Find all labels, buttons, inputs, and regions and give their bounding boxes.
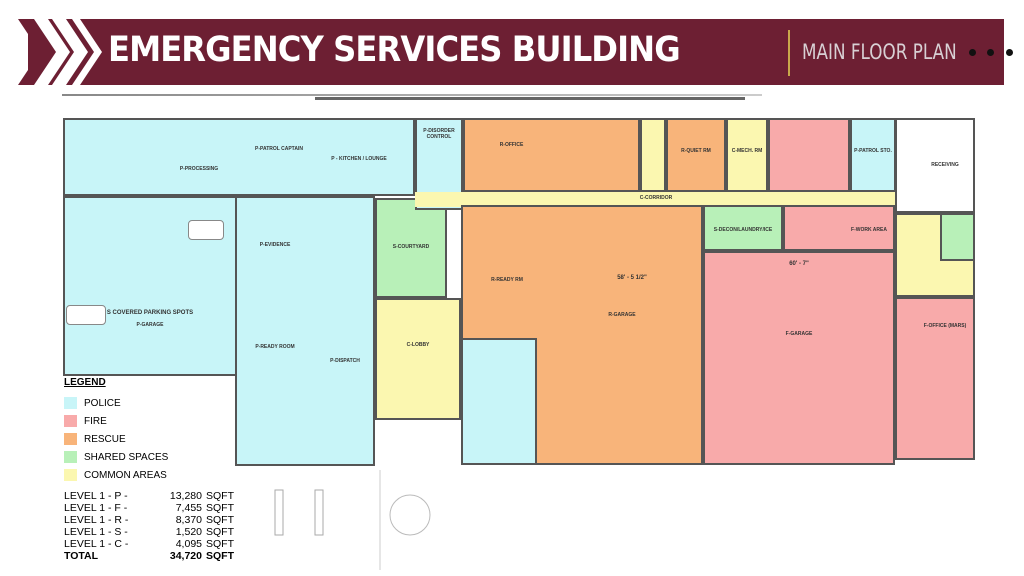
legend-swatch [64, 451, 77, 463]
room: P-EVIDENCE P-DISPATCH P-READY ROOM [235, 196, 375, 466]
rule [62, 94, 762, 96]
room [940, 213, 975, 261]
room: R-OFFICE [463, 118, 640, 192]
chevron-icon [18, 19, 102, 85]
title-banner [28, 19, 1004, 85]
legend-item: COMMON AREAS [64, 466, 234, 484]
room-label: R-GARAGE [608, 312, 636, 318]
legend-swatch [64, 415, 77, 427]
room: F-WORK AREA [783, 205, 895, 251]
room-label: F-WORK AREA [851, 227, 887, 233]
car-icon [188, 220, 224, 240]
room-label: P-EVIDENCE [259, 242, 291, 248]
room-label: P-DISORDER CONTROL [423, 128, 455, 140]
room-label: 60' - 7" [789, 261, 809, 267]
room: S-COURTYARD [375, 198, 447, 298]
legend-swatch [64, 397, 77, 409]
room: R-QUIET RM [666, 118, 726, 192]
room-label: P-PROCESSING [179, 166, 219, 172]
room [768, 118, 850, 192]
room: S COVERED PARKING SPOTS P-GARAGE [63, 196, 237, 376]
legend-item: POLICE [64, 394, 234, 412]
room: RECEIVING [895, 118, 975, 213]
room-label: P-PATROL CAPTAIN [255, 146, 303, 152]
room: S-DECON/LAUNDRY/ICE [703, 205, 783, 251]
car-icon [66, 305, 106, 325]
legend-item: FIRE [64, 412, 234, 430]
corridor: C-CORRIDOR [415, 192, 897, 207]
room: F-OFFICE (MARS) [895, 297, 975, 460]
room: 60' - 7" F-GARAGE [703, 251, 895, 465]
site-parking-lines [274, 470, 431, 570]
room-label: R-QUIET RM [681, 148, 711, 154]
legend-item: RESCUE [64, 430, 234, 448]
legend-swatch [64, 433, 77, 445]
room-label: P-READY ROOM [255, 344, 295, 350]
room-label: S COVERED PARKING SPOTS [106, 310, 194, 316]
room-label: P-DISPATCH [330, 358, 360, 364]
room-label: R-OFFICE [499, 142, 524, 148]
room: P-PROCESSING P - KITCHEN / LOUNGE P-PATROL… [63, 118, 415, 196]
legend: LEGEND POLICE FIRE RESCUE SHARED SPACES … [64, 377, 234, 562]
room-label: P-PATROL STO. [854, 148, 892, 154]
room: C-MECH. RM [726, 118, 768, 192]
page-title: EMERGENCY SERVICES BUILDING [108, 30, 681, 70]
room-label: C-CORRIDOR [639, 195, 673, 201]
dot-icon [969, 49, 976, 56]
rule [315, 97, 745, 100]
room: P-PATROL STO. [850, 118, 896, 192]
page-subtitle: MAIN FLOOR PLAN [802, 40, 957, 64]
room-label: S-COURTYARD [392, 244, 430, 250]
room-label: F-GARAGE [785, 331, 813, 337]
room-label: 58' - 5 1/2" [617, 275, 647, 281]
room: C-LOBBY [375, 298, 461, 420]
room-label: C-LOBBY [406, 342, 430, 348]
room-label: P-GARAGE [136, 322, 164, 328]
title-divider [788, 30, 790, 76]
legend-item: SHARED SPACES [64, 448, 234, 466]
dot-icon [987, 49, 994, 56]
dot-icon [1006, 49, 1013, 56]
legend-title: LEGEND [64, 377, 106, 388]
room-label: P - KITCHEN / LOUNGE [331, 156, 387, 162]
room-label: F-OFFICE (MARS) [923, 323, 967, 329]
room [640, 118, 666, 192]
room-label: S-DECON/LAUNDRY/ICE [713, 227, 773, 233]
legend-swatch [64, 469, 77, 481]
room-label: C-MECH. RM [731, 148, 763, 154]
room [461, 338, 537, 465]
room-label: R-READY RM [491, 277, 523, 283]
room-label: RECEIVING [931, 162, 959, 168]
